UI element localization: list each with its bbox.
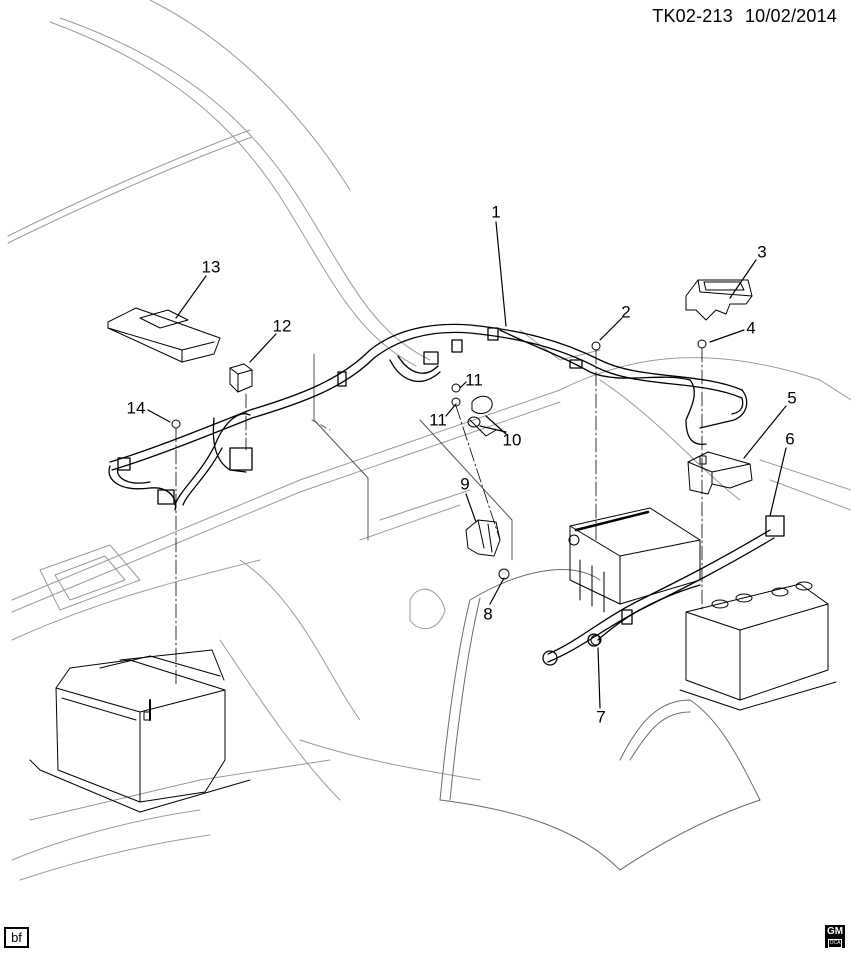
battery-cable <box>542 515 785 666</box>
callout-11-clip-lower[interactable]: 11 <box>429 410 447 430</box>
assembly-lines <box>175 347 703 687</box>
callout-9-bracket[interactable]: 9 <box>460 474 470 494</box>
callout-12-relay[interactable]: 12 <box>272 316 292 336</box>
callout-7-bolt[interactable]: 7 <box>596 707 606 727</box>
fuse-block <box>687 451 753 495</box>
battery-right <box>679 581 837 711</box>
diagram-header: TK02-213 10/02/2014 <box>652 6 837 27</box>
callout-5-fuse-block[interactable]: 5 <box>787 388 797 408</box>
callout-8-nut[interactable]: 8 <box>483 604 493 624</box>
bf-tag: bf <box>4 927 29 948</box>
leader-lines <box>147 221 787 709</box>
bracket-9 <box>465 519 501 557</box>
callout-13-battery-cover[interactable]: 13 <box>201 257 221 277</box>
callout-4-nut[interactable]: 4 <box>746 318 756 338</box>
fuse-block-cover <box>685 279 753 321</box>
battery-tray-center <box>568 507 701 613</box>
vehicle-body-outline <box>7 0 851 881</box>
callout-1-wiring-harness[interactable]: 1 <box>491 202 501 222</box>
wiring-harness <box>108 323 748 511</box>
callout-3-fuse-block-cover[interactable]: 3 <box>757 242 767 262</box>
battery-left <box>29 649 251 813</box>
diagram-date: 10/02/2014 <box>744 6 837 26</box>
diagram-id: TK02-213 <box>652 6 733 26</box>
gm-logo: GM OCA <box>825 925 845 948</box>
relay <box>229 363 253 393</box>
callout-11-clip-upper[interactable]: 11 <box>465 370 483 390</box>
callout-10-grommet[interactable]: 10 <box>502 430 522 450</box>
gm-logo-subtext: OCA <box>827 939 843 948</box>
battery-cover <box>107 307 221 363</box>
gm-logo-text: GM <box>826 926 844 937</box>
fender-liner <box>439 569 761 871</box>
grommets <box>467 395 497 437</box>
callout-6-bracket[interactable]: 6 <box>785 429 795 449</box>
callout-14-nut[interactable]: 14 <box>126 398 146 418</box>
callout-2-nut[interactable]: 2 <box>621 302 631 322</box>
